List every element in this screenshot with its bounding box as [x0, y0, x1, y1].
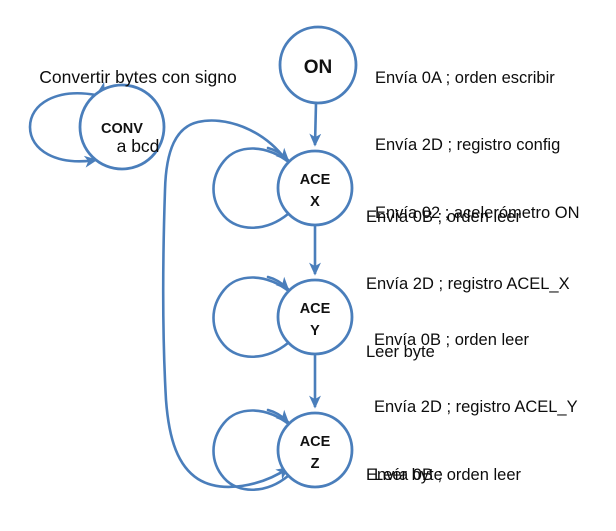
note-on-line3: Envía 02 ; acelerómetro ON — [375, 203, 580, 222]
note-on-line1: Envía 0A ; orden escribir — [375, 68, 555, 87]
acez-label-line1: ACE — [300, 434, 331, 450]
diagram-title: Convertir bytes con signo a bcd — [18, 20, 258, 205]
on-label: ON — [304, 57, 333, 78]
note-acex: Envía 0B ; orden leer Envía 2D ; registr… — [366, 161, 570, 408]
note-acex-line1: Envía 0B ; orden leer — [366, 207, 522, 226]
note-on: Envía 0A ; orden escribir Envía 2D ; reg… — [375, 22, 580, 269]
note-acex-line3: Leer byte — [366, 342, 435, 361]
acex-label-line1: ACE — [300, 172, 331, 188]
feedback-path — [161, 119, 290, 489]
node-on[interactable]: ON — [278, 25, 358, 105]
edge-on-to-acex — [309, 102, 322, 147]
acez-label-line2: Z — [311, 456, 320, 472]
note-on-line2: Envía 2D ; registro config — [375, 136, 561, 155]
acey-label-line1: ACE — [300, 301, 331, 317]
acey-label-line2: Y — [310, 323, 320, 339]
node-acex[interactable]: ACE X — [276, 149, 354, 227]
conv-label: CONV — [101, 121, 143, 137]
node-acey[interactable]: ACE Y — [276, 278, 354, 356]
note-acex-line2: Envía 2D ; registro ACEL_X — [366, 275, 570, 294]
note-acey-line3: Leer byte — [374, 465, 443, 484]
note-acez-line1: Envía 0B ; orden leer — [366, 465, 522, 484]
acex-self-loop — [212, 146, 292, 229]
acex-label-line2: X — [310, 194, 320, 210]
on-circle[interactable] — [278, 25, 358, 105]
note-acey-line1: Envía 0B ; orden leer — [374, 330, 530, 349]
conv-circle[interactable] — [78, 83, 166, 171]
edge-feedback-loop — [161, 119, 290, 489]
node-conv[interactable]: CONV — [78, 83, 166, 171]
acez-circle[interactable] — [276, 411, 354, 489]
diagram-title-line2: a bcd — [116, 136, 160, 157]
acez-self-loop — [212, 408, 292, 491]
acey-circle[interactable] — [276, 278, 354, 356]
acey-self-loop — [212, 275, 292, 358]
diagram-title-line1: Convertir bytes con signo — [39, 67, 237, 88]
acex-circle[interactable] — [276, 149, 354, 227]
note-acez: Envía 0B ; orden leer Envía 2D ; registr… — [366, 419, 570, 531]
node-acez[interactable]: ACE Z — [276, 411, 354, 489]
note-acey: Envía 0B ; orden leer Envía 2D ; registr… — [374, 284, 578, 531]
note-acey-line2: Envía 2D ; registro ACEL_Y — [374, 398, 578, 417]
